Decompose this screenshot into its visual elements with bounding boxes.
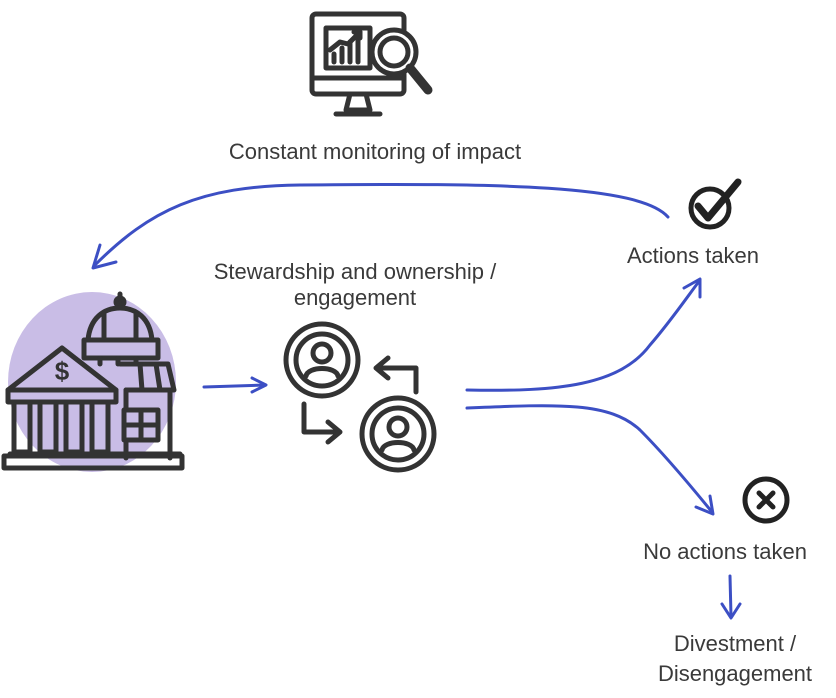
stewardship-label-line1: Stewardship and ownership / <box>213 259 497 284</box>
bank-building-icon: $ <box>1 291 185 472</box>
divestment-label-line2: Disengagement <box>657 661 813 686</box>
no-actions-label: No actions taken <box>643 539 807 564</box>
feedback-arrowhead <box>91 243 118 270</box>
x-circle-icon <box>742 476 790 524</box>
actions-taken-label: Actions taken <box>626 243 760 268</box>
divestment-label-line1: Divestment / <box>673 631 797 656</box>
to-actions-taken-arrow <box>465 278 702 392</box>
people-exchange-icon <box>283 321 437 473</box>
bank-to-engagement-arrowhead <box>250 376 268 394</box>
stewardship-label-line2: engagement <box>293 285 417 310</box>
check-circle-icon <box>688 178 742 230</box>
monitor-chart-magnifier-icon <box>309 11 433 117</box>
to-actions-taken-arrowhead <box>682 277 702 299</box>
to-no-actions-arrowhead <box>694 494 715 516</box>
monitoring-label: Constant monitoring of impact <box>228 139 522 164</box>
feedback-arrow <box>93 182 670 267</box>
to-divestment-arrow <box>728 574 733 618</box>
bank-to-engagement-arrow <box>202 383 267 389</box>
to-divestment-arrowhead <box>720 602 742 620</box>
to-no-actions-arrow <box>465 404 714 514</box>
bank-dollar-sign: $ <box>55 356 70 386</box>
